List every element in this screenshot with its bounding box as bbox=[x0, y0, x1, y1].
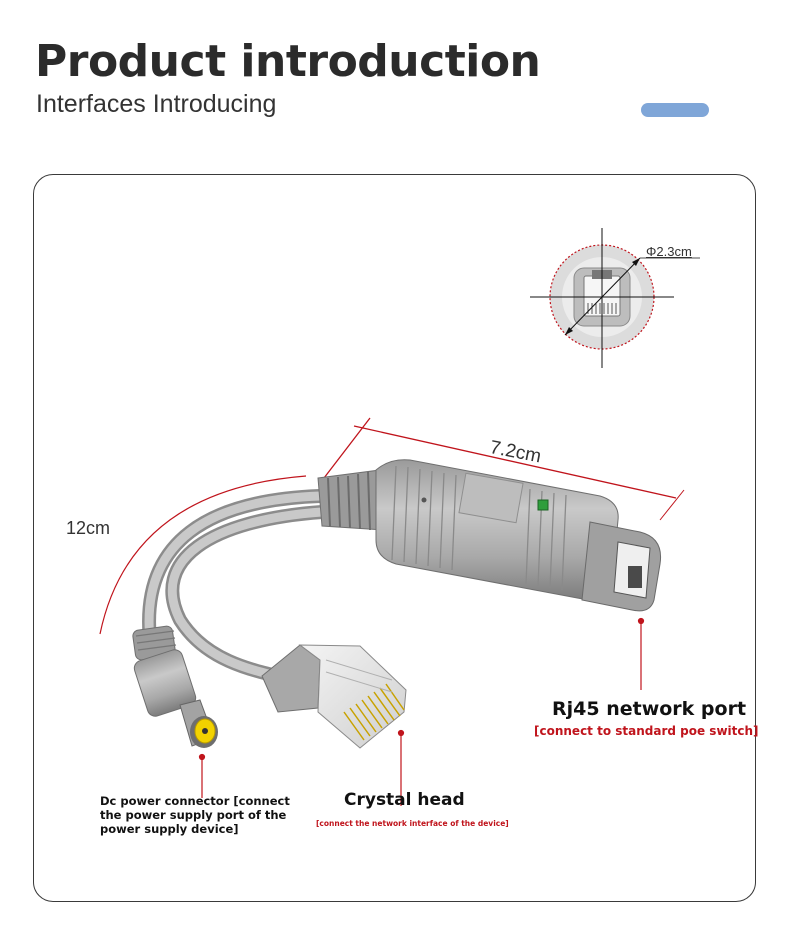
crystal-head bbox=[261, 644, 407, 749]
crystal-head-desc: [connect the network interface of the de… bbox=[316, 819, 509, 828]
port-diameter-label: Φ2.3cm bbox=[646, 244, 692, 259]
rj45-port-title: Rj45 network port bbox=[552, 698, 747, 720]
length-dimension bbox=[323, 417, 685, 521]
page-title: Product introduction bbox=[35, 36, 541, 87]
dc-connector bbox=[132, 625, 218, 748]
crystal-head-title: Crystal head bbox=[344, 790, 465, 810]
port-detail bbox=[530, 228, 700, 368]
dc-connector-desc: Dc power connector [connect the power su… bbox=[100, 794, 290, 836]
cable-length-arc bbox=[99, 475, 307, 635]
cable-length-label: 12cm bbox=[66, 518, 111, 538]
page-subtitle: Interfaces Introducing bbox=[36, 90, 277, 118]
accent-pill bbox=[641, 103, 709, 117]
callout-lines bbox=[198, 617, 645, 806]
injector-body bbox=[317, 459, 662, 612]
cables bbox=[142, 489, 329, 685]
rj45-port-desc: [connect to standard poe switch] bbox=[534, 724, 759, 738]
